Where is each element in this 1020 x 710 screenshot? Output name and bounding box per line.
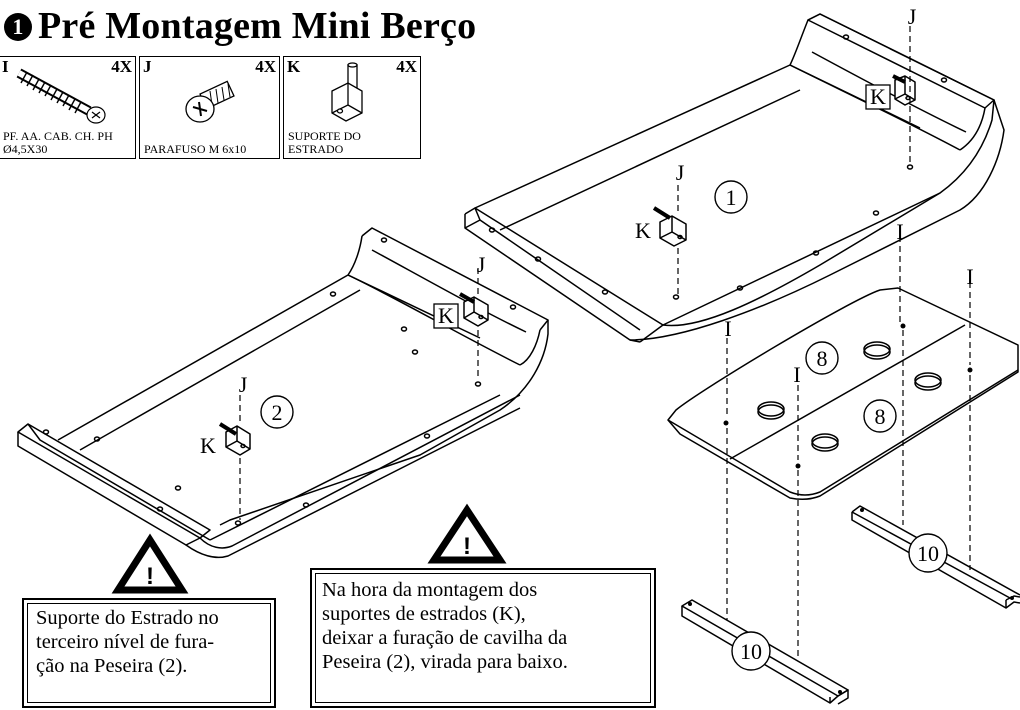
i-label-1: I bbox=[896, 219, 903, 244]
j-label-3: J bbox=[477, 252, 486, 277]
warning-triangles bbox=[111, 503, 507, 594]
piece-8b-label: 8 bbox=[875, 404, 886, 429]
k-label-box-2 bbox=[433, 303, 459, 329]
part-qty-j: 4X bbox=[255, 57, 276, 76]
k-label-2: K bbox=[438, 303, 454, 328]
warning-note-2-frame bbox=[315, 573, 651, 703]
part-desc-k-line1: SUPORTE DO bbox=[288, 129, 361, 143]
part-qty-k: 4X bbox=[396, 57, 417, 76]
warning-note-1-text: Suporte do Estrado no terceiro nível de … bbox=[36, 606, 219, 678]
piece-2-footboard bbox=[17, 227, 549, 559]
piece-8a-circle bbox=[805, 341, 839, 375]
part-letter-i: I bbox=[2, 57, 9, 76]
warning-note-2-text: Na hora da montagem dos suportes de estr… bbox=[322, 578, 568, 674]
piece-8a-label: 8 bbox=[817, 346, 828, 371]
warning-note-2-line: Peseira (2), virada para baixo. bbox=[322, 651, 568, 673]
piece-1-headboard bbox=[464, 13, 1005, 343]
machine-screw-icon bbox=[185, 80, 235, 123]
i-label-3: I bbox=[724, 316, 731, 341]
piece-2-circle bbox=[260, 395, 294, 429]
support-bracket-icon bbox=[331, 62, 363, 122]
warning-note-2-line: Na hora da montagem dos bbox=[322, 579, 538, 601]
part-qty-i: 4X bbox=[111, 57, 132, 76]
j-label-4: J bbox=[239, 372, 248, 397]
j-label-2: J bbox=[676, 160, 685, 185]
warning-note-1: Suporte do Estrado no terceiro nível de … bbox=[22, 598, 276, 708]
step-number-icon: 1 bbox=[4, 13, 32, 41]
warning-note-1-line: Suporte do Estrado no bbox=[36, 607, 219, 629]
warning-symbol-2: ! bbox=[463, 533, 471, 560]
warning-symbol-1: ! bbox=[146, 563, 154, 590]
bracket-k-piece1-rear bbox=[892, 74, 916, 106]
part-desc-i-line2: Ø4,5X30 bbox=[3, 142, 48, 156]
warning-note-2-line: suportes de estrados (K), bbox=[322, 603, 526, 625]
part-letter-j: J bbox=[143, 57, 152, 76]
piece-10b-label: 10 bbox=[740, 639, 762, 664]
assembly-guide-lines bbox=[239, 26, 971, 660]
part-box-j: J 4X PARAFUSO M 6x10 bbox=[139, 56, 280, 159]
i-label-4: I bbox=[793, 362, 800, 387]
piece-8b-circle bbox=[863, 399, 897, 433]
k-label-4: K bbox=[200, 433, 216, 458]
part-desc-k-line2: ESTRADO bbox=[288, 142, 344, 156]
warning-note-1-line: ção na Peseira (2). bbox=[36, 655, 188, 677]
warning-note-2-line: deixar a furação de cavilha da bbox=[322, 627, 568, 649]
piece-2-label: 2 bbox=[272, 400, 283, 425]
slat-base-8 bbox=[667, 287, 1019, 501]
piece-10a-circle bbox=[908, 533, 948, 573]
i-label-2: I bbox=[966, 264, 973, 289]
piece-10b-circle bbox=[731, 631, 771, 671]
bracket-k-piece2-front bbox=[218, 422, 251, 456]
bracket-k-piece1-front bbox=[652, 206, 687, 247]
wood-screw-icon bbox=[16, 68, 106, 124]
warning-note-2: Na hora da montagem dos suportes de estr… bbox=[310, 568, 656, 708]
slat-holes bbox=[757, 341, 942, 452]
part-letter-k: K bbox=[287, 57, 301, 76]
bracket-k-piece2-rear bbox=[459, 292, 489, 327]
warning-note-1-line: terceiro nível de fura- bbox=[36, 631, 215, 653]
piece-1-circle bbox=[714, 180, 748, 214]
j-label-1: J bbox=[908, 4, 917, 29]
title-text: Pré Montagem Mini Berço bbox=[38, 5, 477, 47]
k-label-box-1 bbox=[865, 84, 891, 110]
piece-1-label: 1 bbox=[726, 185, 737, 210]
k-label-3: K bbox=[635, 218, 651, 243]
piece-10a-label: 10 bbox=[917, 541, 939, 566]
k-label-1: K bbox=[870, 84, 886, 109]
warning-note-1-frame bbox=[27, 603, 271, 703]
part-desc-j: PARAFUSO M 6x10 bbox=[144, 142, 247, 156]
part-desc-i-line1: PF. AA. CAB. CH. PH bbox=[3, 129, 113, 143]
